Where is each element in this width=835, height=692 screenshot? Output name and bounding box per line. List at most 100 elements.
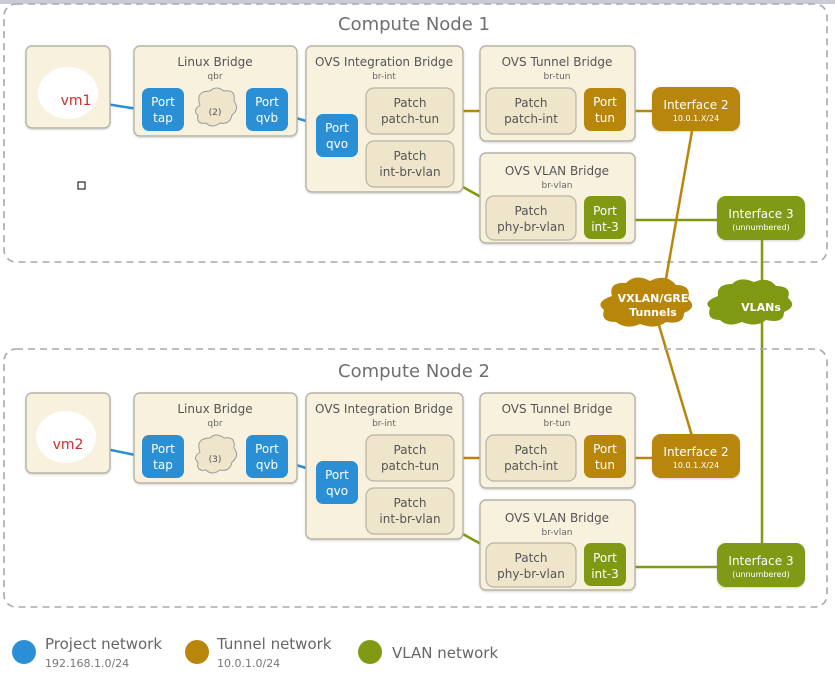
port-qvo-1-line1: Port — [325, 121, 349, 135]
interface-2-node-1[interactable] — [652, 87, 740, 131]
patch-int-br-vlan-2-line1: Patch — [394, 496, 427, 510]
integration-bridge-1-title: OVS Integration Bridge — [315, 55, 453, 69]
patch-int-br-vlan-1-line1: Patch — [394, 149, 427, 163]
port-qvb-2[interactable] — [246, 435, 288, 478]
interface-3-node-2-label: Interface 3 — [728, 554, 793, 568]
patch-int-br-vlan-2[interactable] — [365, 487, 455, 535]
interface-3-node-2-sub: (unnumbered) — [732, 570, 789, 579]
linux-bridge-2-title: Linux Bridge — [177, 402, 252, 416]
interface-2-node-1-label: Interface 2 — [663, 98, 728, 112]
integration-bridge-2-title: OVS Integration Bridge — [315, 402, 453, 416]
patch-phy-br-vlan-2[interactable] — [485, 542, 577, 588]
qbr-1-cloud-label: (2) — [209, 108, 222, 118]
legend-vlan-label: VLAN network — [392, 644, 498, 662]
vlan-bridge-1-sub: br-vlan — [542, 181, 573, 191]
patch-tun-2-line2: patch-tun — [381, 459, 439, 473]
small-square-marker — [77, 181, 86, 190]
port-tap-1-line1: Port — [151, 95, 175, 109]
patch-phy-br-vlan-1-line1: Patch — [515, 204, 548, 218]
port-tun-1-line1: Port — [593, 95, 617, 109]
vlans-cloud-icon — [707, 279, 793, 325]
compute-node-1: Compute Node 1 vm1 Linux Bridge qbr Port… — [3, 3, 828, 263]
patch-tun-2[interactable] — [365, 434, 455, 482]
port-qvb-1-line1: Port — [255, 95, 279, 109]
qbr-1-cloud-icon — [194, 87, 238, 127]
port-int3-1[interactable] — [584, 196, 626, 239]
port-qvo-2[interactable] — [316, 461, 358, 504]
port-qvo-2-line2: qvo — [326, 484, 348, 498]
interface-3-node-2[interactable] — [717, 543, 805, 587]
port-int3-2-line2: int-3 — [591, 567, 619, 581]
patch-phy-br-vlan-2-line2: phy-br-vlan — [497, 567, 565, 581]
patch-int-br-vlan-2-line2: int-br-vlan — [379, 512, 440, 526]
interface-3-node-1[interactable] — [717, 196, 805, 240]
port-tun-1[interactable] — [584, 88, 626, 131]
interface-2-node-2-sub: 10.0.1.X/24 — [673, 461, 719, 470]
integration-bridge-1-sub: br-int — [372, 72, 396, 82]
interface-3-node-1-label: Interface 3 — [728, 207, 793, 221]
compute-node-2: Compute Node 2 vm2 Linux Bridge qbr Port… — [3, 348, 828, 608]
port-qvb-1[interactable] — [246, 88, 288, 131]
patch-int-1-line1: Patch — [515, 96, 548, 110]
legend-tunnel-swatch — [185, 640, 209, 664]
link-if2-node1-tunnels — [662, 130, 694, 291]
integration-bridge-2-sub: br-int — [372, 419, 396, 429]
patch-int-br-vlan-1[interactable] — [365, 140, 455, 188]
qbr-2-cloud-icon — [194, 434, 238, 474]
port-int3-1-line1: Port — [593, 204, 617, 218]
port-tun-1-line2: tun — [595, 111, 615, 125]
tunnels-cloud-icon — [600, 277, 693, 327]
vlans-cloud-label: VLANs — [741, 301, 781, 314]
port-int3-2[interactable] — [584, 543, 626, 586]
legend-tunnel-sub: 10.0.1.0/24 — [217, 657, 280, 670]
patch-tun-1-line2: patch-tun — [381, 112, 439, 126]
port-tun-2[interactable] — [584, 435, 626, 478]
tunnels-cloud-line1: VXLAN/GRE — [618, 292, 689, 305]
tunnel-bridge-1-sub: br-tun — [543, 72, 570, 82]
tunnel-bridge-1-title: OVS Tunnel Bridge — [502, 55, 613, 69]
port-qvb-2-line2: qvb — [256, 458, 278, 472]
patch-int-2[interactable] — [485, 434, 577, 482]
tunnel-bridge-2-title: OVS Tunnel Bridge — [502, 402, 613, 416]
tunnel-bridge-2-sub: br-tun — [543, 419, 570, 429]
port-qvb-1-line2: qvb — [256, 111, 278, 125]
patch-int-1[interactable] — [485, 87, 577, 135]
port-qvo-1[interactable] — [316, 114, 358, 157]
port-tap-1-line2: tap — [153, 111, 173, 125]
legend-vlan-swatch — [358, 640, 382, 664]
patch-phy-br-vlan-1[interactable] — [485, 195, 577, 241]
tunnels-cloud-line2: Tunnels — [629, 306, 677, 319]
legend-project-swatch — [12, 640, 36, 664]
linux-bridge-1-sub: qbr — [207, 72, 222, 82]
port-tap-2-line1: Port — [151, 442, 175, 456]
vlan-bridge-1-title: OVS VLAN Bridge — [505, 164, 609, 178]
legend-project-sub: 192.168.1.0/24 — [45, 657, 129, 670]
port-tap-2-line2: tap — [153, 458, 173, 472]
legend-project-label: Project network — [45, 635, 162, 653]
vlan-bridge-2-title: OVS VLAN Bridge — [505, 511, 609, 525]
port-tap-2[interactable] — [142, 435, 184, 478]
port-int3-1-line2: int-3 — [591, 220, 619, 234]
port-qvo-1-line2: qvo — [326, 137, 348, 151]
patch-int-2-line2: patch-int — [504, 459, 558, 473]
vm1-label-bg — [38, 67, 98, 119]
port-tun-2-line2: tun — [595, 458, 615, 472]
node-2-border — [3, 348, 828, 608]
port-tap-1[interactable] — [142, 88, 184, 131]
node-1-title: Compute Node 1 — [338, 14, 490, 35]
port-qvo-2-line1: Port — [325, 468, 349, 482]
qbr-2-cloud-label: (3) — [209, 455, 222, 465]
patch-tun-1[interactable] — [365, 87, 455, 135]
vm2-label: vm2 — [53, 437, 84, 453]
interface-2-node-2[interactable] — [652, 434, 740, 478]
linux-bridge-1-title: Linux Bridge — [177, 55, 252, 69]
legend-tunnel-label: Tunnel network — [216, 635, 332, 653]
port-tun-2-line1: Port — [593, 442, 617, 456]
linux-bridge-2-sub: qbr — [207, 419, 222, 429]
interface-2-node-2-label: Interface 2 — [663, 445, 728, 459]
patch-phy-br-vlan-1-line2: phy-br-vlan — [497, 220, 565, 234]
vlan-bridge-2-sub: br-vlan — [542, 528, 573, 538]
patch-int-br-vlan-1-line2: int-br-vlan — [379, 165, 440, 179]
port-qvb-2-line1: Port — [255, 442, 279, 456]
